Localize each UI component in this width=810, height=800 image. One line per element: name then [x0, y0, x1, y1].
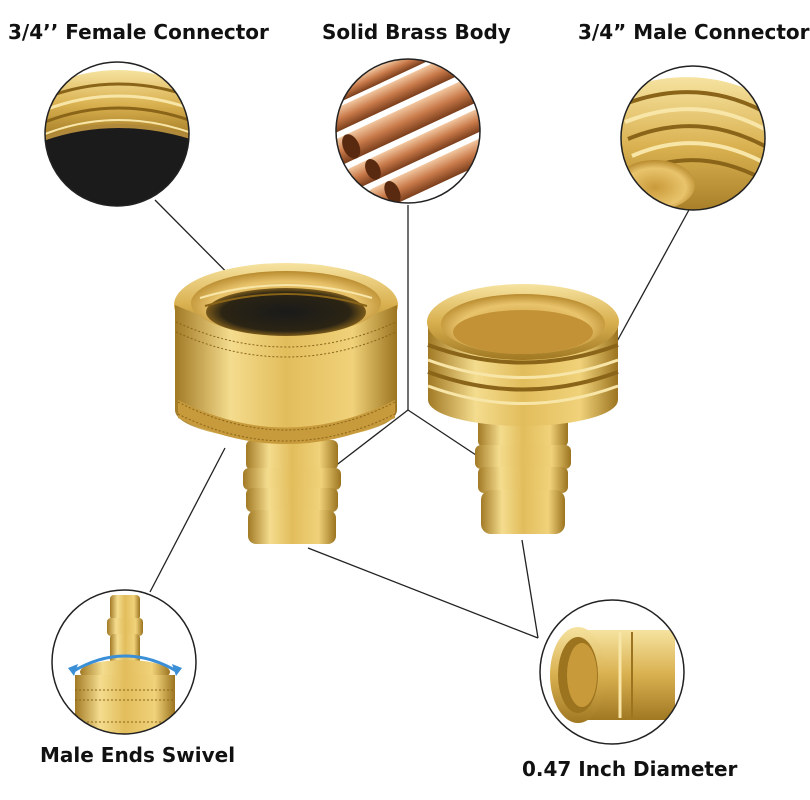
female-connector	[174, 263, 398, 544]
female-connector-label: 3/4’’ Female Connector	[8, 20, 269, 44]
leader-lines	[149, 199, 691, 639]
leader-diam-right	[521, 539, 539, 639]
brass-body-label: Solid Brass Body	[322, 20, 511, 44]
leader-male	[614, 207, 691, 346]
leader-diam-left	[307, 547, 539, 639]
leader-swivel	[149, 447, 226, 593]
swivel-closeup	[51, 589, 197, 735]
leader-brass-left	[329, 409, 409, 471]
male-connector-label: 3/4” Male Connector	[578, 20, 810, 44]
swivel-arrow-icon	[71, 654, 179, 674]
male-connector	[427, 284, 619, 534]
female-thread-closeup	[44, 61, 190, 207]
swivel-label: Male Ends Swivel	[40, 743, 236, 767]
copper-tubes-image	[335, 58, 481, 204]
diameter-closeup	[539, 599, 685, 745]
diameter-label: 0.47 Inch Diameter	[522, 757, 738, 781]
male-thread-closeup	[620, 65, 766, 211]
leader-brass-right	[407, 409, 489, 464]
